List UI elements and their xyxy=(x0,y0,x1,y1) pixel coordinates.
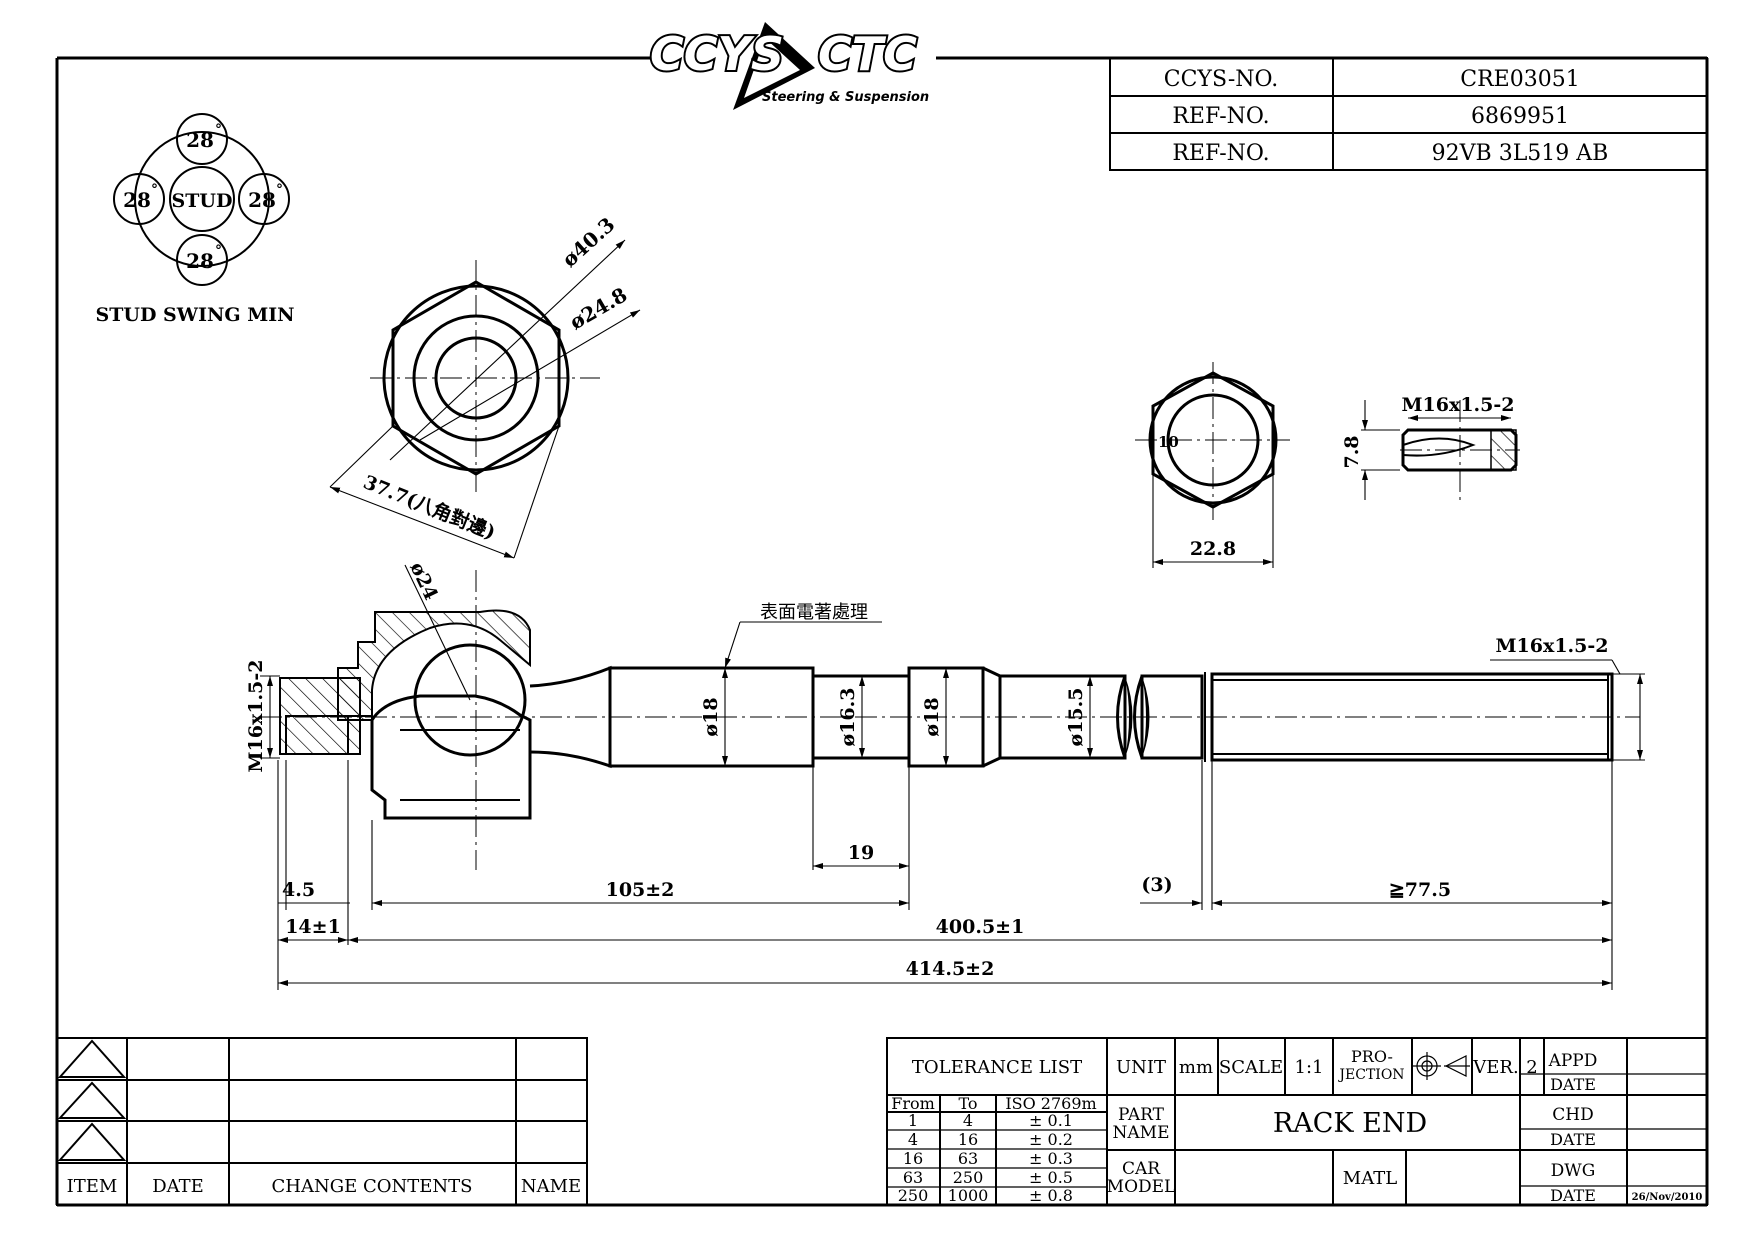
tol-row-3-from: 16 xyxy=(903,1149,923,1168)
rev-name-header: NAME xyxy=(521,1176,581,1197)
tol-row-1-from: 1 xyxy=(908,1111,918,1130)
dim-19: 19 xyxy=(848,842,874,864)
part-label-2: NAME xyxy=(1113,1123,1170,1143)
rev-change-header: CHANGE CONTENTS xyxy=(272,1176,473,1197)
nut-hex-label: 10 xyxy=(1158,433,1179,451)
projection-symbol-icon xyxy=(1413,1052,1470,1080)
tol-row-3-iso: ± 0.3 xyxy=(1029,1149,1073,1168)
nut-side-view: 7.8 M16x1.5-2 xyxy=(1341,394,1520,500)
chd-date-label: DATE xyxy=(1550,1130,1596,1149)
nut-width-dim: 22.8 xyxy=(1190,538,1236,560)
ref-value-2: 6869951 xyxy=(1471,104,1569,129)
drawing-border xyxy=(55,56,1709,1207)
shaft-diameter-3: ø18 xyxy=(921,697,943,736)
ref-label-2: REF-NO. xyxy=(1172,104,1269,129)
swing-left-deg: ° xyxy=(151,182,158,198)
tol-row-2-from: 4 xyxy=(908,1130,918,1149)
appd-date-label: DATE xyxy=(1550,1075,1596,1094)
stud-swing-diagram: STUD 28 ° 28 ° 28 ° 28 ° STUD SWING MIN xyxy=(96,113,295,326)
shaft-diameter-1: ø18 xyxy=(700,697,722,736)
hex-inner-diameter: ø24.8 xyxy=(566,283,632,335)
tol-row-2-to: 16 xyxy=(958,1130,978,1149)
tol-row-4-iso: ± 0.5 xyxy=(1029,1168,1073,1187)
swing-left: 28 xyxy=(123,188,151,212)
revision-block: ITEM DATE CHANGE CONTENTS NAME xyxy=(56,1037,588,1206)
hex-end-view: ø40.3 ø24.8 37.7(八角對邊) xyxy=(329,212,641,559)
nut-front-view: 10 22.8 xyxy=(1135,362,1290,568)
unit-value: mm xyxy=(1179,1057,1213,1078)
company-logo: CCYS CTC Steering & Suspension xyxy=(648,22,929,110)
hex-outer-diameter: ø40.3 xyxy=(557,212,619,271)
dwg-date-label: DATE xyxy=(1550,1186,1596,1205)
right-thread-dim: M16x1.5-2 xyxy=(1496,635,1609,657)
logo-ccys: CCYS xyxy=(650,27,784,81)
shaft-diameter-4: ø15.5 xyxy=(1065,688,1087,747)
swing-top-deg: ° xyxy=(215,122,222,138)
dwg-date-value: 26/Nov/2010 xyxy=(1632,1192,1703,1203)
swing-right-deg: ° xyxy=(276,182,283,198)
appd-label: APPD xyxy=(1548,1051,1598,1071)
tol-header-to: To xyxy=(958,1094,977,1113)
rack-end-side-view: ø24 表面電著處理 M16x1.5-2 ø18 ø16.3 ø18 ø15.5… xyxy=(245,559,1645,870)
stud-swing-caption: STUD SWING MIN xyxy=(96,304,295,326)
dim-4-5: 4.5 xyxy=(282,879,315,901)
rev-date-header: DATE xyxy=(152,1176,204,1197)
ball-diameter: ø24 xyxy=(405,559,441,604)
tol-row-1-to: 4 xyxy=(963,1111,973,1130)
ver-value: 2 xyxy=(1526,1057,1537,1078)
stud-center-label: STUD xyxy=(172,190,233,212)
logo-tagline: Steering & Suspension xyxy=(762,90,929,105)
coating-note: 表面電著處理 xyxy=(760,602,868,623)
length-dimensions: 19 4.5 105±2 (3) ≧77.5 14±1 400.5±1 414.… xyxy=(277,760,1613,990)
car-label-2: MODEL xyxy=(1107,1177,1176,1197)
tolerance-title: TOLERANCE LIST xyxy=(912,1057,1082,1078)
scale-value: 1:1 xyxy=(1295,1057,1324,1078)
part-label-1: PART xyxy=(1118,1105,1165,1125)
ref-label-1: CCYS-NO. xyxy=(1164,67,1279,92)
dim-414-5: 414.5±2 xyxy=(906,958,995,980)
dim-400-5: 400.5±1 xyxy=(936,916,1025,938)
ref-value-3: 92VB 3L519 AB xyxy=(1432,141,1609,166)
nut-height-dim: 7.8 xyxy=(1341,435,1363,468)
tol-row-1-iso: ± 0.1 xyxy=(1029,1111,1073,1130)
chd-label: CHD xyxy=(1552,1105,1593,1125)
matl-label: MATL xyxy=(1343,1168,1397,1189)
swing-bottom: 28 xyxy=(186,249,214,273)
rev-item-header: ITEM xyxy=(67,1176,118,1197)
reference-table: CCYS-NO. CRE03051 REF-NO. 6869951 REF-NO… xyxy=(1109,57,1708,171)
tol-row-5-from: 250 xyxy=(898,1186,929,1205)
hex-across-flats: 37.7(八角對邊) xyxy=(360,470,499,544)
car-label-1: CAR xyxy=(1122,1159,1161,1179)
tol-row-5-to: 1000 xyxy=(948,1186,989,1205)
dim-105: 105±2 xyxy=(606,879,675,901)
swing-top: 28 xyxy=(186,128,214,152)
tol-row-5-iso: ± 0.8 xyxy=(1029,1186,1073,1205)
tol-row-4-to: 250 xyxy=(953,1168,984,1187)
logo-ctc: CTC xyxy=(818,27,917,81)
dwg-label: DWG xyxy=(1551,1161,1596,1181)
tol-row-2-iso: ± 0.2 xyxy=(1029,1130,1073,1149)
projection-line2: JECTION xyxy=(1337,1067,1404,1083)
dim-14: 14±1 xyxy=(285,916,341,938)
tol-row-3-to: 63 xyxy=(958,1149,978,1168)
projection-line1: PRO- xyxy=(1351,1047,1393,1066)
swing-bottom-deg: ° xyxy=(215,243,222,259)
part-name: RACK END xyxy=(1273,1108,1427,1139)
swing-right: 28 xyxy=(248,188,276,212)
dim-77-5: ≧77.5 xyxy=(1389,879,1451,901)
title-block: TOLERANCE LIST From To ISO 2769m 1 4 ± 0… xyxy=(886,1037,1708,1206)
shaft-diameter-2: ø16.3 xyxy=(837,688,859,747)
ref-value-1: CRE03051 xyxy=(1460,67,1579,92)
ref-label-3: REF-NO. xyxy=(1172,141,1269,166)
scale-label: SCALE xyxy=(1219,1057,1283,1078)
tol-header-iso: ISO 2769m xyxy=(1005,1094,1096,1113)
left-thread-dim: M16x1.5-2 xyxy=(245,660,267,773)
nut-thread-dim: M16x1.5-2 xyxy=(1402,394,1515,416)
tol-header-from: From xyxy=(891,1094,935,1113)
tol-row-4-from: 63 xyxy=(903,1168,923,1187)
dim-3: (3) xyxy=(1141,874,1172,896)
unit-label: UNIT xyxy=(1116,1057,1166,1078)
ver-label: VER. xyxy=(1472,1057,1518,1078)
